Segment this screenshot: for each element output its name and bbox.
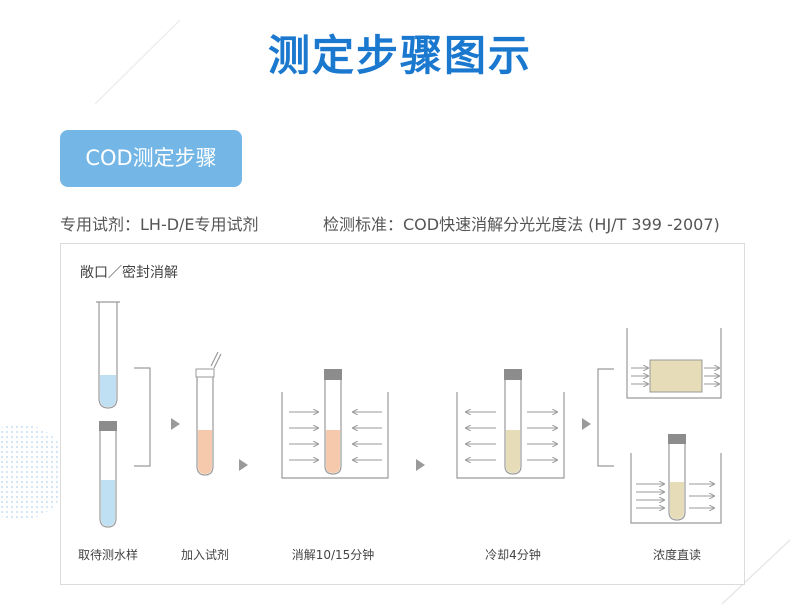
section-badge: COD测定步骤 [60, 130, 242, 187]
group-bracket [134, 367, 151, 467]
reagent-info: 专用试剂：LH-D/E专用试剂 [60, 215, 259, 234]
step-arrow [416, 459, 425, 471]
step-arrow [239, 459, 248, 471]
panel-caption: 敞口／密封消解 [80, 265, 178, 281]
step-label-digestion: 消解10/15分钟 [291, 548, 375, 562]
digestion-bath [281, 369, 389, 479]
step-label-reading: 浓度直读 [652, 548, 702, 562]
step-label-reagent: 加入试剂 [180, 548, 230, 562]
page-title: 测定步骤图示 [267, 31, 532, 80]
step-arrow [171, 418, 180, 430]
step-label-sample: 取待测水样 [77, 548, 139, 562]
step-label-cooling: 冷却4分钟 [485, 548, 541, 562]
cooling-bath [456, 369, 565, 479]
reagent-tube [195, 351, 222, 476]
standard-info: 检测标准：COD快速消解分光光度法 (HJ/T 399 -2007) [323, 215, 720, 234]
group-bracket [597, 368, 614, 467]
sample-tube-open [96, 301, 120, 409]
cuvette-reading [626, 328, 722, 399]
diagram-panel [60, 243, 745, 585]
step-arrow [582, 418, 591, 430]
tube-reading [630, 434, 722, 524]
sample-tube-capped [99, 421, 117, 528]
